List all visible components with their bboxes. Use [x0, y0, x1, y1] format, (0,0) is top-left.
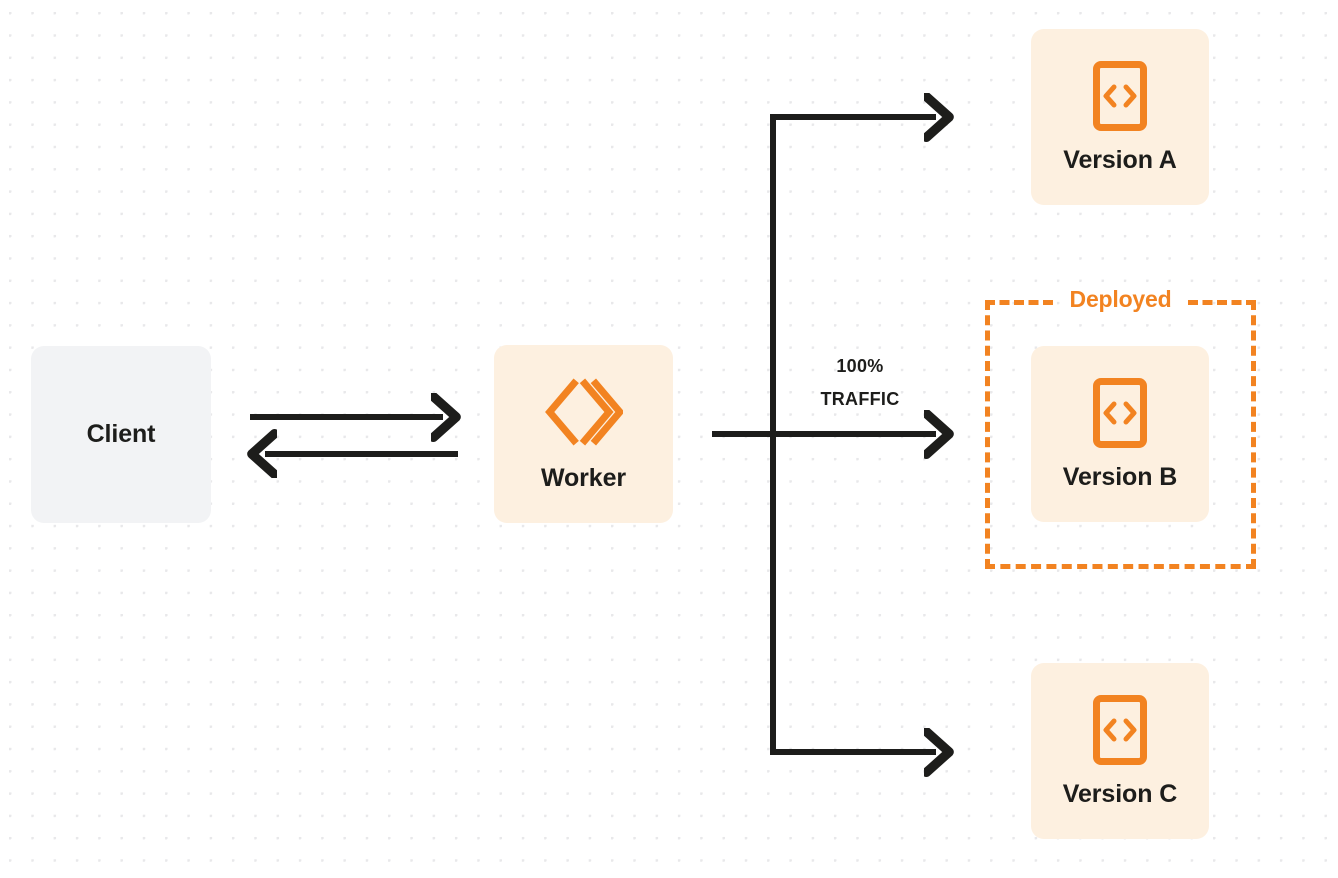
client-label: Client [86, 420, 156, 448]
worker-node[interactable]: Worker [494, 345, 673, 523]
client-node[interactable]: Client [31, 346, 211, 523]
version-a-node[interactable]: Version A [1031, 29, 1209, 205]
version-b-node[interactable]: Version B [1031, 346, 1209, 522]
deployed-border-bottom [985, 564, 1256, 569]
version-b-label: Version B [1062, 462, 1178, 491]
code-file-icon [1092, 694, 1148, 766]
traffic-percentage-label: 100% TRAFFIC [800, 350, 920, 417]
deployed-border-right [1251, 300, 1256, 569]
code-file-icon [1092, 377, 1148, 449]
deployed-border-top-left [985, 300, 1053, 305]
version-c-node[interactable]: Version C [1031, 663, 1209, 839]
version-a-label: Version A [1063, 145, 1177, 174]
deployed-boundary: Deployed [985, 285, 1256, 569]
cloudflare-workers-logo-icon [544, 376, 623, 448]
traffic-word-label: TRAFFIC [820, 389, 900, 410]
code-file-icon [1092, 60, 1148, 132]
deployed-badge-label: Deployed [1061, 285, 1180, 313]
worker-label: Worker [540, 463, 627, 492]
deployed-border-top-right [1188, 300, 1256, 305]
version-c-label: Version C [1062, 779, 1178, 808]
deployed-border-left [985, 300, 990, 569]
traffic-percent-value: 100% [836, 356, 884, 376]
arrow-worker-to-versions-trunk [712, 114, 776, 755]
